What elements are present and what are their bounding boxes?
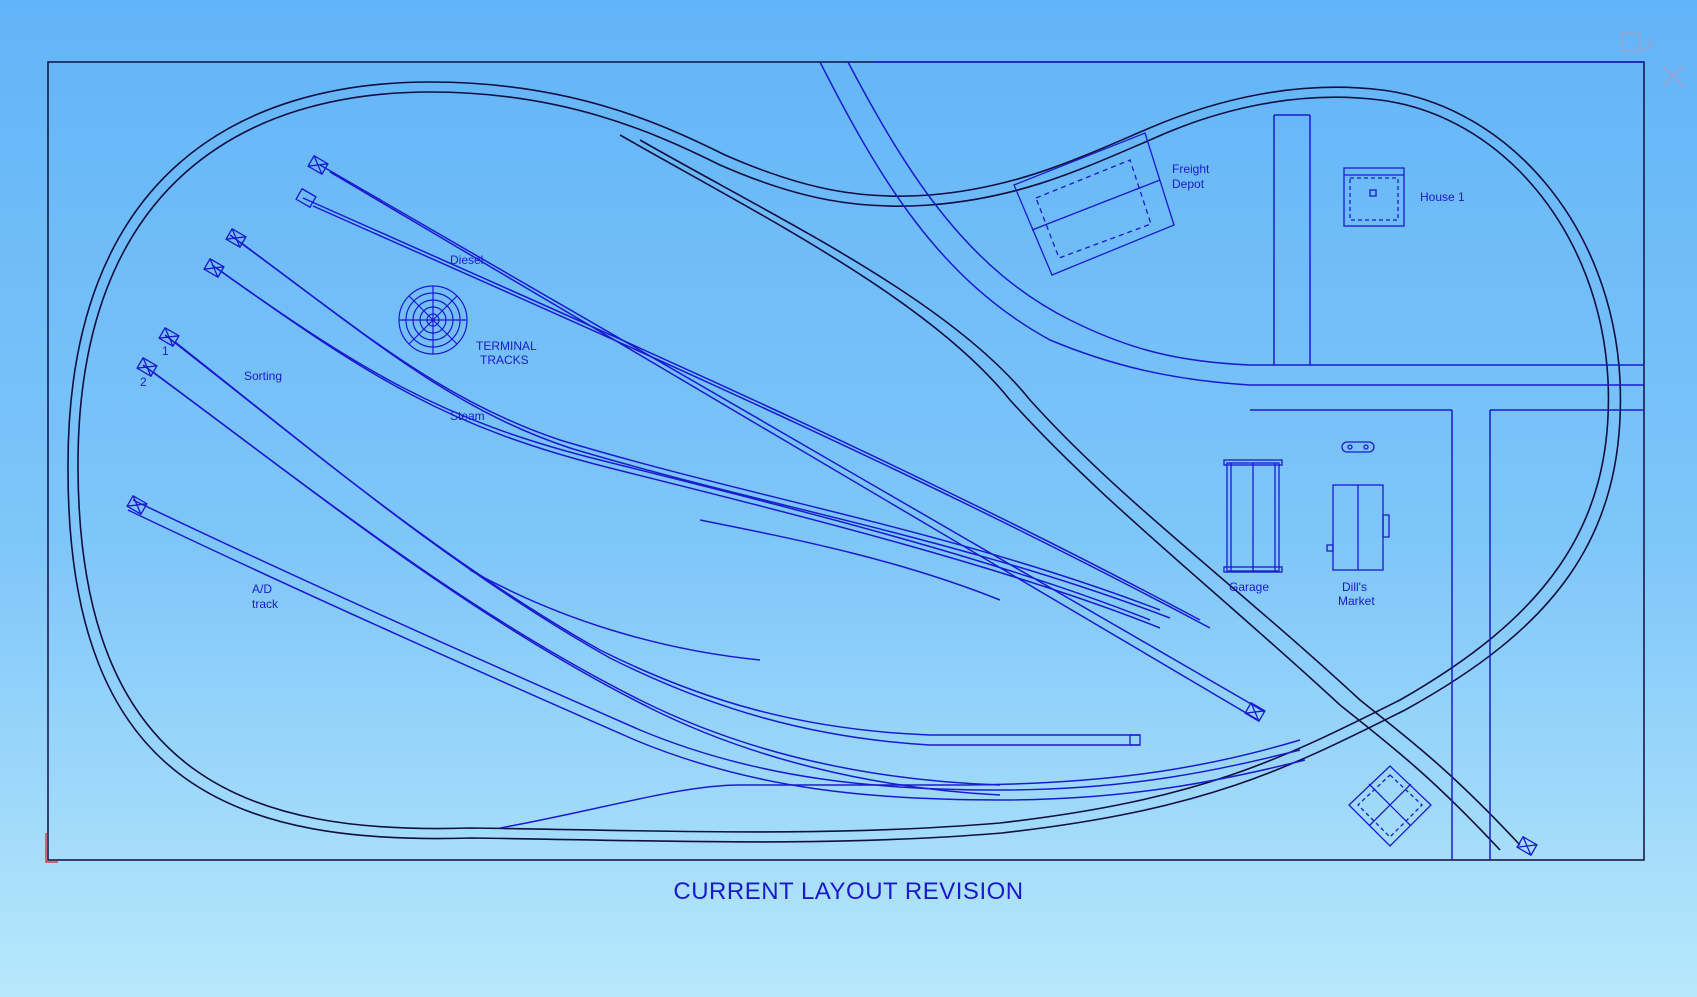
dills-market: [1326, 441, 1390, 571]
freight-depot: [1013, 132, 1175, 276]
window-restore-icon[interactable]: [1621, 32, 1655, 52]
garage: [1223, 459, 1283, 573]
mainline-loop: [67, 81, 1622, 851]
origin-marker: [45, 833, 58, 863]
water-tower: [1348, 765, 1432, 847]
close-icon[interactable]: [1662, 65, 1684, 87]
roads: [1250, 114, 1644, 860]
page-title: CURRENT LAYOUT REVISION: [673, 878, 1024, 905]
turntable-icon: [398, 285, 468, 355]
label-freight-line1: Freight: [1172, 162, 1210, 176]
board-outline: [47, 61, 1645, 861]
label-garage: Garage: [1229, 580, 1269, 594]
label-sorting: Sorting: [244, 369, 282, 383]
label-diesel: Diesel: [450, 253, 483, 267]
label-freight-line2: Depot: [1172, 177, 1205, 191]
label-terminal-line2: TRACKS: [480, 353, 529, 367]
label-market-line2: Market: [1338, 594, 1375, 608]
label-terminal-line1: TERMINAL: [476, 339, 537, 353]
house-1: [1343, 167, 1405, 227]
bumpers: [126, 154, 1538, 857]
label-track-2: 2: [140, 375, 147, 389]
yard-tracks: [127, 61, 1644, 829]
label-track-1: 1: [162, 344, 169, 358]
label-house: House 1: [1420, 190, 1465, 204]
label-steam: Steam: [450, 409, 485, 423]
label-ad-line2: track: [252, 597, 279, 611]
label-ad-line1: A/D: [252, 582, 272, 596]
label-market-line1: Dill's: [1342, 580, 1367, 594]
